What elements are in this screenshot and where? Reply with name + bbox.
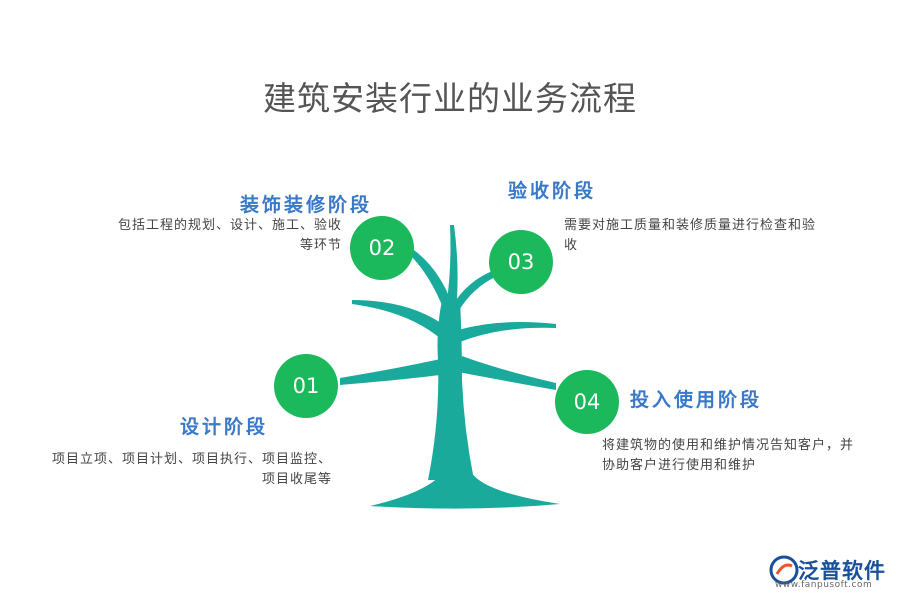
stage-02-number: 02 xyxy=(368,236,396,260)
logo-url: www.fanpusoft.com xyxy=(775,580,873,590)
branch-02 xyxy=(410,250,452,310)
stage-04-number: 04 xyxy=(573,390,601,414)
stage-04-desc: 将建筑物的使用和维护情况告知客户，并 协助客户进行使用和维护 xyxy=(602,436,892,476)
tree-base xyxy=(370,470,560,509)
stage-02-title: 装饰装修阶段 xyxy=(240,194,373,216)
branch-01 xyxy=(340,358,445,385)
stage-04-title: 投入使用阶段 xyxy=(630,389,763,411)
stage-01-desc-line: 项目立项、项目计划、项目执行、项目监控、 xyxy=(51,452,332,467)
branch-top xyxy=(446,225,458,310)
branch-04 xyxy=(458,356,556,390)
tree-trunk xyxy=(428,300,474,480)
fanpu-logo-icon xyxy=(769,555,799,585)
stage-03-desc-line: 需要对施工质量和装修质量进行检查和验 xyxy=(564,218,817,233)
stage-01-desc: 项目立项、项目计划、项目执行、项目监控、 项目收尾等 xyxy=(14,450,332,490)
branch-03 xyxy=(452,270,497,312)
stage-03-circle: 03 xyxy=(489,230,553,294)
stage-02-desc-line: 等环节 xyxy=(299,238,342,253)
stage-02-circle: 02 xyxy=(350,216,414,280)
branch-right xyxy=(458,322,556,342)
stage-03-desc-line: 收 xyxy=(564,238,579,253)
branch-left-arc xyxy=(352,300,448,340)
stage-01-title: 设计阶段 xyxy=(180,416,269,438)
page-title: 建筑安装行业的业务流程 xyxy=(263,79,637,118)
stage-04-circle: 04 xyxy=(555,370,619,434)
stage-01-circle: 01 xyxy=(274,354,338,418)
stage-03-title: 验收阶段 xyxy=(508,180,597,202)
logo-name: 泛普软件 xyxy=(798,559,886,583)
stage-03-desc: 需要对施工质量和装修质量进行检查和验 收 xyxy=(564,216,854,256)
stage-02-desc-line: 包括工程的规划、设计、施工、验收 xyxy=(117,218,342,233)
stage-01-desc-line: 项目收尾等 xyxy=(261,472,332,487)
stage-04-desc-line: 将建筑物的使用和维护情况告知客户，并 xyxy=(602,438,855,453)
stage-01-number: 01 xyxy=(292,374,320,398)
stage-02-desc: 包括工程的规划、设计、施工、验收 等环节 xyxy=(90,216,342,256)
stage-03-number: 03 xyxy=(507,250,535,274)
stage-04-desc-line: 协助客户进行使用和维护 xyxy=(602,458,757,473)
